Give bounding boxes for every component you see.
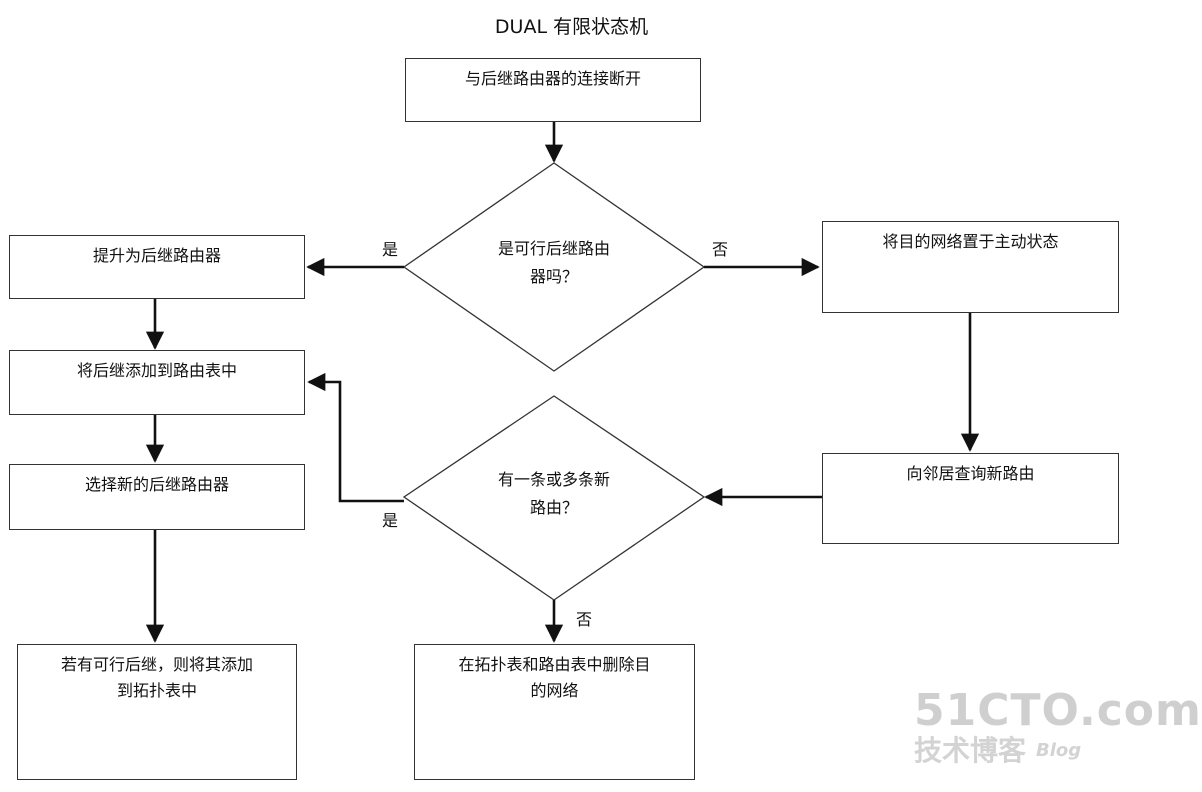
delete-box: 在拓扑表和路由表中删除目 的网络 xyxy=(414,644,695,780)
query-neighbors-label: 向邻居查询新路由 xyxy=(906,464,1035,483)
promote-label: 提升为后继路由器 xyxy=(92,246,221,265)
delete-label-line1: 在拓扑表和路由表中删除目 xyxy=(458,655,651,674)
routes-decision-line2: 路由？ xyxy=(529,498,578,517)
watermark-logo: 51CTO.com 技术博客 Blog xyxy=(914,685,1202,768)
feasible-decision-text: 是可行后继路由 器吗？ xyxy=(454,235,654,291)
query-neighbors-box: 向邻居查询新路由 xyxy=(822,453,1119,544)
promote-box: 提升为后继路由器 xyxy=(9,235,305,299)
routes-decision-text: 有一条或多条新 路由？ xyxy=(454,466,654,522)
add-topology-label-line2: 到拓扑表中 xyxy=(116,681,197,700)
set-active-label: 将目的网络置于主动状态 xyxy=(882,232,1059,251)
set-active-box: 将目的网络置于主动状态 xyxy=(822,221,1119,313)
watermark-line2: 技术博客 xyxy=(914,734,1027,767)
edge-label-feasible-no: 否 xyxy=(712,240,729,259)
select-new-label: 选择新的后继路由器 xyxy=(84,475,229,494)
watermark-line1: 51CTO.com xyxy=(914,685,1202,736)
edge-label-routes-yes: 是 xyxy=(382,511,399,530)
select-new-box: 选择新的后继路由器 xyxy=(9,464,305,530)
add-routing-box: 将后继添加到路由表中 xyxy=(9,350,305,415)
start-label: 与后继路由器的连接断开 xyxy=(464,69,641,88)
watermark-line3: Blog xyxy=(1036,740,1082,761)
diagram-title: DUAL 有限状态机 xyxy=(494,16,649,38)
feasible-decision-diamond xyxy=(402,162,706,372)
flowchart-connectors xyxy=(145,122,980,643)
add-routing-label: 将后继添加到路由表中 xyxy=(76,361,237,380)
add-topology-label-line1: 若有可行后继，则将其添加 xyxy=(60,655,253,674)
delete-label-line2: 的网络 xyxy=(530,681,579,700)
diagram-canvas: DUAL 有限状态机 与后继路由器的连接断开 提升为后继路由器 将后继添加到路由… xyxy=(9,16,1202,780)
edge-label-routes-no: 否 xyxy=(576,610,593,629)
feasible-decision-line2: 器吗？ xyxy=(529,267,578,286)
edge-label-feasible-yes: 是 xyxy=(382,240,399,259)
routes-decision-line1: 有一条或多条新 xyxy=(497,470,610,489)
add-topology-box: 若有可行后继，则将其添加 到拓扑表中 xyxy=(17,644,297,780)
arrow-yes-to-add-routing xyxy=(307,372,404,503)
feasible-decision-line1: 是可行后继路由 xyxy=(497,239,610,258)
watermark-line2-row: 技术博客 Blog xyxy=(914,734,1134,768)
start-box: 与后继路由器的连接断开 xyxy=(405,58,701,122)
